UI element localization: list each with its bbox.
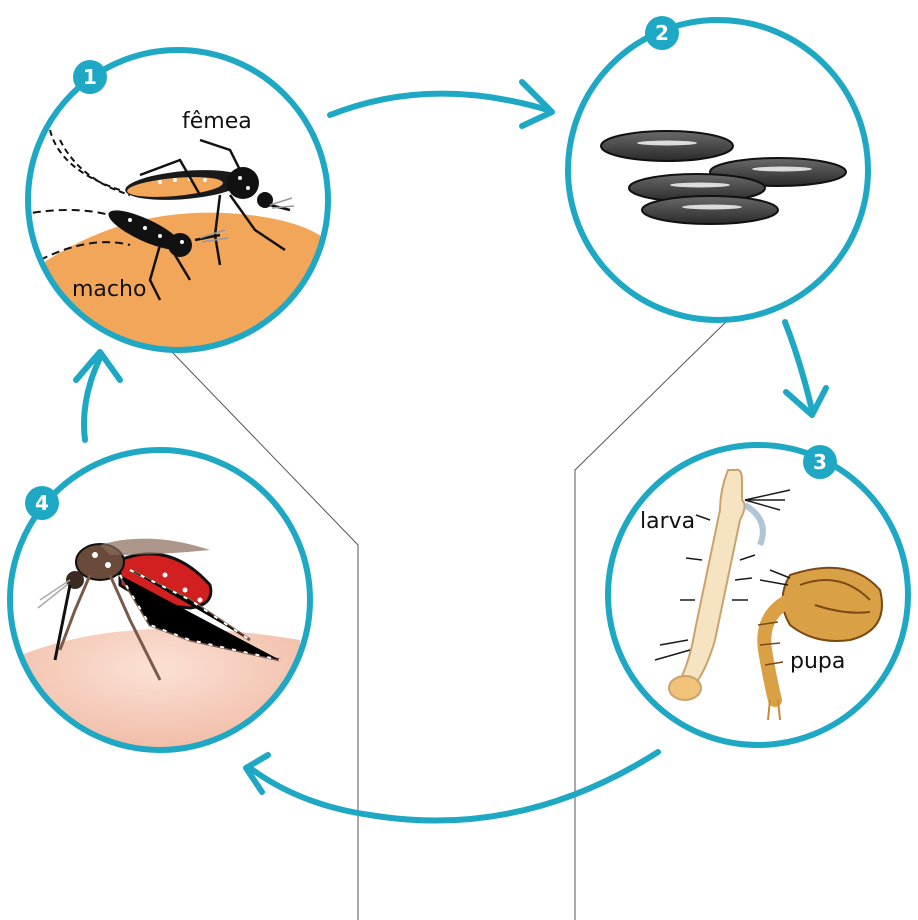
stage-1-number: 1 [83, 65, 97, 89]
stage-3-ring [605, 442, 911, 748]
stage-3-larva-pupa: larva pupa 3 [605, 442, 911, 748]
arrow-2-to-3-head [783, 385, 829, 418]
stage-2-badge [645, 16, 679, 50]
larva-and-pupa-icon [654, 468, 883, 721]
stage-1-badge [73, 60, 107, 94]
eggs-icon [600, 130, 847, 225]
stage-3-number: 3 [813, 450, 827, 474]
larva-body [678, 468, 746, 692]
arrow-1-to-2-head [519, 79, 555, 129]
stage-4-number: 4 [35, 491, 49, 515]
arrow-4-to-1-head [73, 349, 123, 383]
guide-lines [171, 317, 731, 920]
stage-2-eggs: 2 [565, 16, 871, 323]
stage-3-badge [803, 445, 837, 479]
label-pupa: pupa [790, 649, 845, 674]
label-female: fêmea [182, 109, 252, 134]
feeding-mosquito-icon [10, 538, 300, 750]
cycle-arrows [73, 79, 829, 824]
stage-2-ring [565, 17, 871, 323]
label-larva: larva [640, 509, 695, 534]
mating-mosquitoes-icon [28, 129, 295, 301]
label-male: macho [72, 277, 146, 302]
stage-4-badge [25, 486, 59, 520]
pupa-body [781, 566, 883, 642]
arrow-3-to-4 [247, 749, 661, 824]
arrow-4-to-1 [81, 355, 103, 443]
arrow-1-to-2 [327, 90, 551, 118]
arrow-3-to-4-head [243, 752, 271, 795]
stage-1-ring [25, 47, 331, 353]
stage-4-feeding: 4 [7, 447, 313, 753]
stage-2-number: 2 [655, 21, 669, 45]
stage-1-mating: fêmea macho 1 [25, 47, 331, 353]
arrow-2-to-3 [782, 319, 815, 413]
stage-4-ring [7, 447, 313, 753]
